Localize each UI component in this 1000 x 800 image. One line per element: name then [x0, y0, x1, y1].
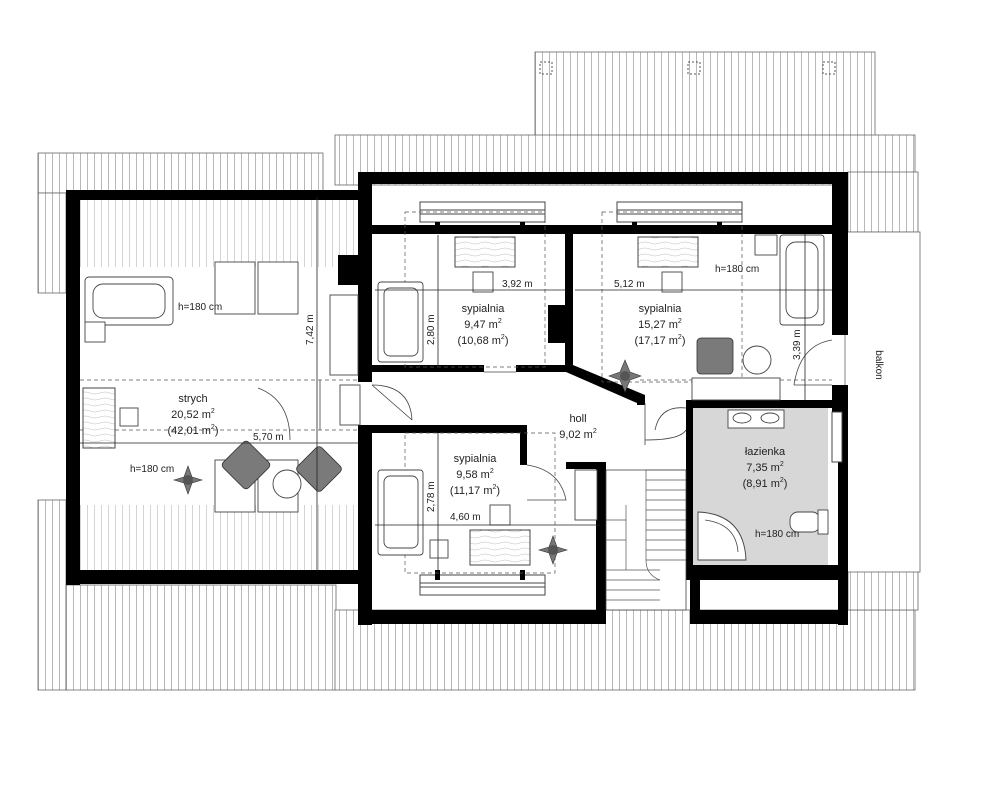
- room-area-total: (11,17 m2): [450, 484, 500, 497]
- height-label: h=180 cm: [755, 529, 799, 540]
- doors: [257, 339, 833, 501]
- dimension-label: 4,60 m: [450, 512, 481, 523]
- chimney-marker: [822, 61, 836, 75]
- balcony-label: balkon: [873, 350, 884, 379]
- height-label: h=180 cm: [715, 264, 759, 275]
- chimney-marker: [687, 61, 701, 75]
- room-name: łazienka: [745, 446, 786, 458]
- dimension-label: 5,70 m: [253, 432, 284, 443]
- room-area-total: (10,68 m2): [458, 334, 509, 347]
- room-area: 20,52 m2: [171, 408, 215, 421]
- label-sypialnia1: sypialnia 9,47 m2 (10,68 m2): [458, 303, 509, 347]
- room-name: sypialnia: [639, 303, 683, 315]
- room-area: 7,35 m2: [746, 461, 784, 474]
- label-holl: holl 9,02 m2: [559, 413, 597, 441]
- label-sypialnia3: sypialnia 9,58 m2 (11,17 m2): [450, 453, 500, 497]
- room-area: 9,47 m2: [464, 318, 502, 331]
- bedroom1-furniture: [377, 236, 516, 363]
- label-lazienka: łazienka 7,35 m2 (8,91 m2): [743, 446, 788, 490]
- staircase: [605, 469, 687, 611]
- label-strych: strych 20,52 m2 (42,01 m2): [168, 393, 219, 437]
- room-name: strych: [178, 393, 207, 405]
- dimension-label: 3,39 m: [792, 329, 803, 360]
- height-label: h=180 cm: [130, 464, 174, 475]
- room-area-total: (42,01 m2): [168, 424, 219, 437]
- bedroom3-furniture: [377, 469, 598, 566]
- dimension-label: 3,92 m: [502, 279, 533, 290]
- room-area: 9,02 m2: [559, 428, 597, 441]
- dimension-label: 7,42 m: [305, 314, 316, 345]
- dimension-label: 5,12 m: [614, 279, 645, 290]
- dimension-label: 2,80 m: [426, 314, 437, 345]
- dimension-label: 2,78 m: [426, 481, 437, 512]
- room-area: 15,27 m2: [638, 318, 682, 331]
- ceiling-lines: [80, 211, 832, 574]
- room-area-total: (8,91 m2): [743, 477, 788, 490]
- room-name: holl: [569, 413, 586, 425]
- attic-furniture: [82, 261, 361, 513]
- room-area-total: (17,17 m2): [635, 334, 686, 347]
- room-area: 9,58 m2: [456, 468, 494, 481]
- chimney-marker: [539, 61, 553, 75]
- label-sypialnia2: sypialnia 15,27 m2 (17,17 m2): [635, 303, 686, 347]
- bedroom2-furniture: [608, 234, 825, 401]
- dimension-lines: [80, 197, 832, 570]
- height-label: h=180 cm: [178, 302, 222, 313]
- room-name: sypialnia: [454, 453, 498, 465]
- bathroom-fixtures: [697, 409, 829, 561]
- room-name: sypialnia: [462, 303, 506, 315]
